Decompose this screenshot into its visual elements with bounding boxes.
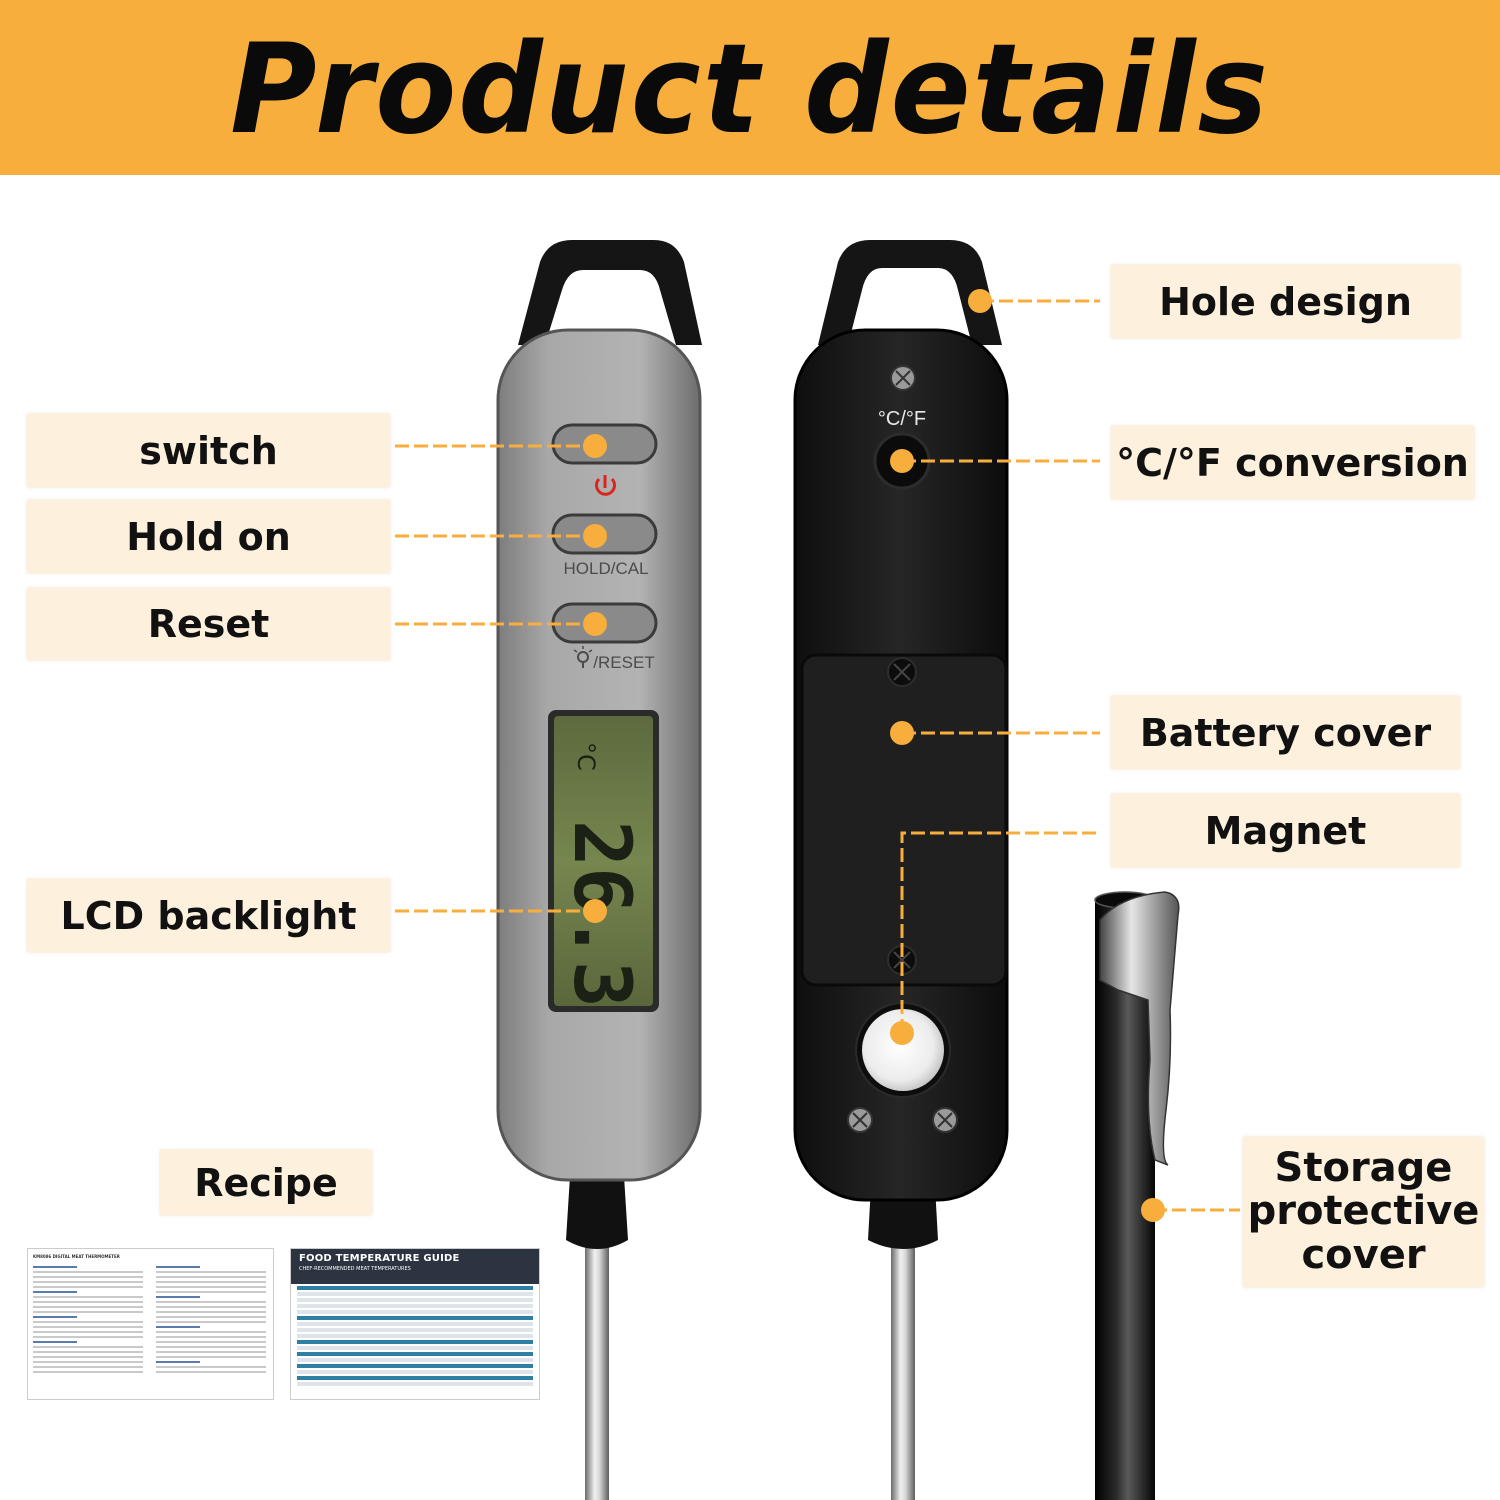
- front-hang-loop: [518, 240, 702, 345]
- manual-title: KM8086 DIGITAL MEAT THERMOMETER: [33, 1254, 120, 1259]
- power-icon: [595, 475, 616, 496]
- hole-design-loop: [818, 240, 1002, 345]
- front-probe-collar: [566, 1160, 628, 1249]
- label-lcd-backlight-text: LCD backlight: [60, 893, 357, 938]
- lcd-screen: [554, 716, 653, 1006]
- screw-bottom-right: [932, 1107, 958, 1133]
- label-recipe-text: Recipe: [194, 1160, 338, 1205]
- label-switch: switch: [27, 414, 390, 487]
- guide-subtitle: CHEF-RECOMMENDED MEAT TEMPERATURES: [299, 1266, 411, 1272]
- header-banner: Product details: [0, 0, 1500, 175]
- hole-design-dot: [968, 289, 992, 313]
- label-magnet-text: Magnet: [1204, 808, 1367, 853]
- battery-screw-top: [887, 657, 917, 687]
- label-battery-cover: Battery cover: [1111, 696, 1460, 769]
- reset-label: /RESET: [593, 653, 654, 672]
- screw-bottom-left: [847, 1107, 873, 1133]
- magnet: [862, 1009, 944, 1091]
- conversion-dot: [890, 449, 914, 473]
- back-unit-label: °C/°F: [878, 408, 926, 430]
- screw-top: [890, 365, 916, 391]
- food-temperature-guide: FOOD TEMPERATURE GUIDE CHEF-RECOMMENDED …: [290, 1248, 540, 1400]
- label-conversion: °C/°F conversion: [1111, 426, 1474, 499]
- lcd-dot: [583, 899, 607, 923]
- manual-column-right: [156, 1263, 266, 1376]
- hold-dot: [583, 524, 607, 548]
- label-hold-on: Hold on: [27, 500, 390, 573]
- label-magnet: Magnet: [1111, 794, 1460, 867]
- label-storage-line2: protective: [1247, 1188, 1480, 1235]
- label-reset-text: Reset: [147, 602, 270, 646]
- pocket-clip: [1099, 891, 1180, 1166]
- hold-cal-label: HOLD/CAL: [563, 559, 648, 578]
- label-battery-cover-text: Battery cover: [1139, 710, 1432, 755]
- label-hold-on-text: Hold on: [126, 514, 291, 559]
- label-storage-line1: Storage: [1274, 1145, 1453, 1192]
- guide-title: FOOD TEMPERATURE GUIDE: [299, 1253, 460, 1264]
- label-storage-line3: cover: [1301, 1231, 1426, 1278]
- storage-sleeve: [1094, 891, 1180, 1500]
- light-bulb-icon: [573, 646, 593, 668]
- front-probe: [585, 1200, 609, 1500]
- back-probe: [891, 1210, 915, 1500]
- magnet-dot: [890, 1021, 914, 1045]
- battery-cover-dot: [890, 721, 914, 745]
- label-lcd-backlight: LCD backlight: [27, 879, 390, 952]
- label-conversion-text: °C/°F conversion: [1116, 440, 1469, 485]
- callout-lines: [395, 299, 1240, 1212]
- label-hole-design: Hole design: [1111, 265, 1460, 338]
- label-recipe: Recipe: [160, 1150, 372, 1215]
- callout-dots: [583, 289, 1165, 1222]
- manual-column-left: [33, 1263, 143, 1376]
- guide-header: FOOD TEMPERATURE GUIDE CHEF-RECOMMENDED …: [291, 1249, 539, 1284]
- lcd-unit: °C: [572, 742, 600, 771]
- reset-dot: [583, 612, 607, 636]
- storage-cover-dot: [1141, 1198, 1165, 1222]
- instruction-manual-sheet: KM8086 DIGITAL MEAT THERMOMETER: [27, 1248, 274, 1400]
- battery-cover-panel: [800, 653, 1008, 987]
- label-storage-cover: Storage protective cover: [1243, 1137, 1484, 1287]
- label-hole-design-text: Hole design: [1159, 279, 1412, 324]
- label-switch-text: switch: [139, 428, 278, 473]
- page-title: Product details: [230, 16, 1270, 162]
- guide-table: [291, 1286, 539, 1386]
- switch-dot: [583, 434, 607, 458]
- thermometer-back: °C/°F: [793, 240, 1009, 1500]
- label-reset: Reset: [27, 588, 390, 660]
